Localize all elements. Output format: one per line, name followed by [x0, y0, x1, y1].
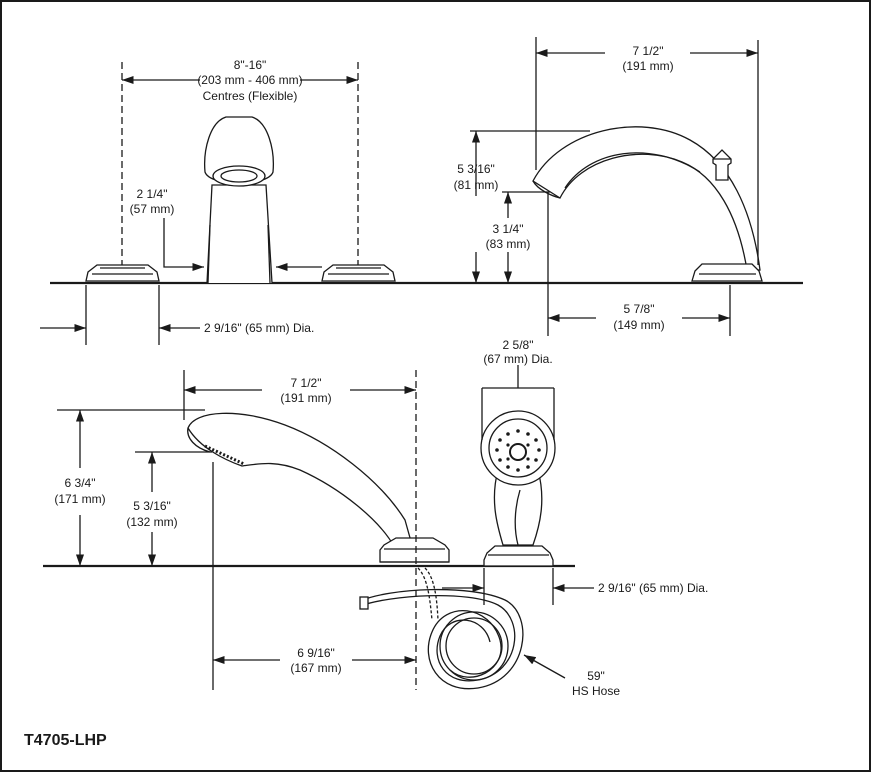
spout-height-metric: (81 mm)	[454, 178, 499, 192]
bottom-view-group	[43, 365, 594, 690]
hose-coil	[359, 567, 524, 690]
dimension-labels: 8"-16" (203 mm - 406 mm) Centres (Flexib…	[24, 44, 708, 749]
centres-imperial: 8"-16"	[234, 58, 267, 72]
hose-length: 59"	[587, 669, 605, 683]
spout-reach-imperial: 7 1/2"	[633, 44, 664, 58]
clearance-metric: (83 mm)	[486, 237, 531, 251]
hs-head-imperial: 2 5/8"	[503, 338, 534, 352]
esc-dia-top-label: 2 9/16" (65 mm) Dia.	[204, 321, 314, 335]
spout-base-metric: (57 mm)	[130, 202, 175, 216]
hs-reach-imperial: 7 1/2"	[291, 376, 322, 390]
spout-height-imperial: 5 3/16"	[457, 162, 495, 176]
spray-nozzles	[495, 429, 541, 472]
hs-head-metric: (67 mm) Dia.	[483, 352, 552, 366]
handspray-front-view	[480, 410, 556, 567]
offset-metric: (149 mm)	[613, 318, 664, 332]
clearance-imperial: 3 1/4"	[493, 222, 524, 236]
hs-face-metric: (132 mm)	[126, 515, 177, 529]
hs-height-imperial: 6 3/4"	[65, 476, 96, 490]
hose-offset-imperial: 6 9/16"	[297, 646, 335, 660]
offset-imperial: 5 7/8"	[624, 302, 655, 316]
top-view-group	[40, 37, 803, 345]
hs-face-imperial: 5 3/16"	[133, 499, 171, 513]
centres-metric: (203 mm - 406 mm)	[197, 73, 302, 87]
spout-side-view	[532, 126, 763, 282]
left-handle-escutcheon	[85, 264, 160, 282]
hose-offset-metric: (167 mm)	[290, 661, 341, 675]
hose-label: HS Hose	[572, 684, 620, 698]
handspray-side-view	[187, 412, 450, 563]
spout-base-leader-left	[163, 218, 204, 272]
hose-leader-arrow	[523, 654, 566, 679]
esc-dia-bottom-label: 2 9/16" (65 mm) Dia.	[598, 581, 708, 595]
spout-base-imperial: 2 1/4"	[137, 187, 168, 201]
hs-reach-metric: (191 mm)	[280, 391, 331, 405]
right-handle-escutcheon	[321, 264, 396, 282]
hs-height-metric: (171 mm)	[54, 492, 105, 506]
model-number: T4705-LHP	[24, 732, 107, 749]
spout-reach-metric: (191 mm)	[622, 59, 673, 73]
spout-front-view	[204, 116, 274, 284]
centres-note: Centres (Flexible)	[203, 89, 298, 103]
